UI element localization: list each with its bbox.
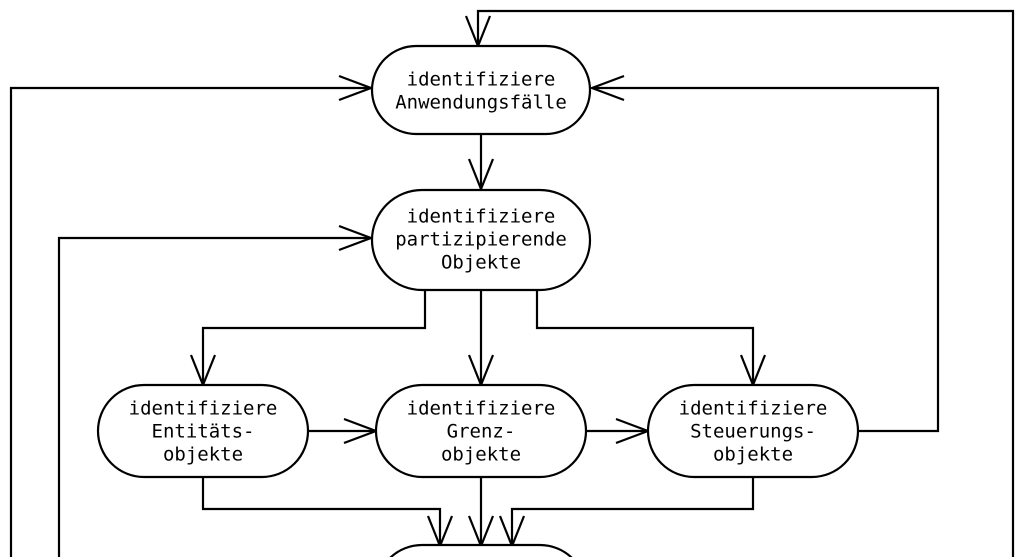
node-layer: identifiziere Anwendungsfälle identifizi… [96, 44, 860, 557]
node-shape-steuerungsobjekte [646, 383, 860, 479]
edge-left-loop-into-partizipierende [57, 236, 371, 557]
node-label-anwendungsfaelle: identifiziere [407, 69, 556, 91]
node-label-steuerungsobjekte-line3: objekte [713, 444, 793, 466]
node-label-partizipierende-line2: partizipierende [395, 229, 567, 251]
node-label-grenzobjekte-line1: identifiziere [407, 398, 556, 420]
node-shape-anwendungsfaelle [370, 44, 592, 136]
edge-right-rail-offscreen [476, 9, 1015, 557]
edge-partizipierende-to-steuerungsobjekte [535, 290, 755, 385]
edge-left-loop-into-anwendungsfaelle [9, 86, 371, 557]
node-label-partizipierende-line1: identifiziere [407, 206, 556, 228]
edge-entitaetsobjekte-to-bottom [201, 477, 442, 546]
node-identifiziere-grenzobjekte[interactable]: identifiziere Grenz- objekte [374, 383, 588, 479]
edge-partizipierende-to-grenzobjekte-group [467, 290, 495, 388]
node-label-grenzobjekte-line3: objekte [441, 444, 521, 466]
edge-partizipierende-to-entitaetsobjekte-group [189, 290, 427, 388]
edge-left-loop-into-anwendungsfaelle-group [9, 74, 375, 557]
node-identifiziere-steuerungsobjekte[interactable]: identifiziere Steuerungs- objekte [646, 383, 860, 479]
node-label-steuerungsobjekte-line2: Steuerungs- [690, 421, 816, 443]
node-shape-bottom [389, 543, 573, 557]
node-identifiziere-anwendungsfaelle[interactable]: identifiziere Anwendungsfälle [370, 44, 592, 136]
node-label-anwendungsfaelle-line2: Anwendungsfälle [395, 92, 567, 114]
node-shape-partizipierende [370, 188, 592, 292]
edge-anwendungsfaelle-to-partizipierende-group [467, 134, 495, 192]
node-bottom-partially-visible[interactable] [376, 543, 586, 557]
edge-grenzobjekte-to-steuerungsobjekte-group [586, 417, 652, 445]
edge-steuerungsobjekte-to-anwendungsfaelle [592, 86, 940, 433]
edge-entitaetsobjekte-to-grenzobjekte-group [308, 417, 380, 445]
arrow-head-into-anwendungsfaelle-right [588, 74, 625, 102]
edge-grenzobjekte-to-bottom-group [467, 477, 495, 549]
node-label-entitaetsobjekte-line1: identifiziere [129, 398, 278, 420]
node-identifiziere-partizipierende-objekte[interactable]: identifiziere partizipierende Objekte [370, 188, 592, 292]
node-label-grenzobjekte-line2: Grenz- [447, 421, 516, 443]
edge-entitaetsobjekte-to-bottom-group [201, 477, 454, 549]
node-label-entitaetsobjekte-line3: objekte [163, 444, 243, 466]
edge-partizipierende-to-entitaetsobjekte [201, 290, 427, 385]
edge-steuerungsobjekte-to-anwendungsfaelle-group [588, 74, 940, 433]
node-label-partizipierende-line3: Objekte [441, 252, 521, 274]
node-shape-grenzobjekte [374, 383, 588, 479]
edge-partizipierende-to-steuerungsobjekte-group [535, 290, 767, 388]
node-label-entitaetsobjekte-line2: Entitäts- [152, 421, 255, 443]
edge-steuerungsobjekte-to-bottom-group [498, 477, 755, 549]
edge-steuerungsobjekte-to-bottom [510, 477, 755, 546]
node-label-steuerungsobjekte-line1: identifiziere [679, 398, 828, 420]
node-shape-entitaetsobjekte [96, 383, 310, 479]
edge-layer [9, 9, 1015, 557]
node-identifiziere-entitaetsobjekte[interactable]: identifiziere Entitäts- objekte [96, 383, 310, 479]
